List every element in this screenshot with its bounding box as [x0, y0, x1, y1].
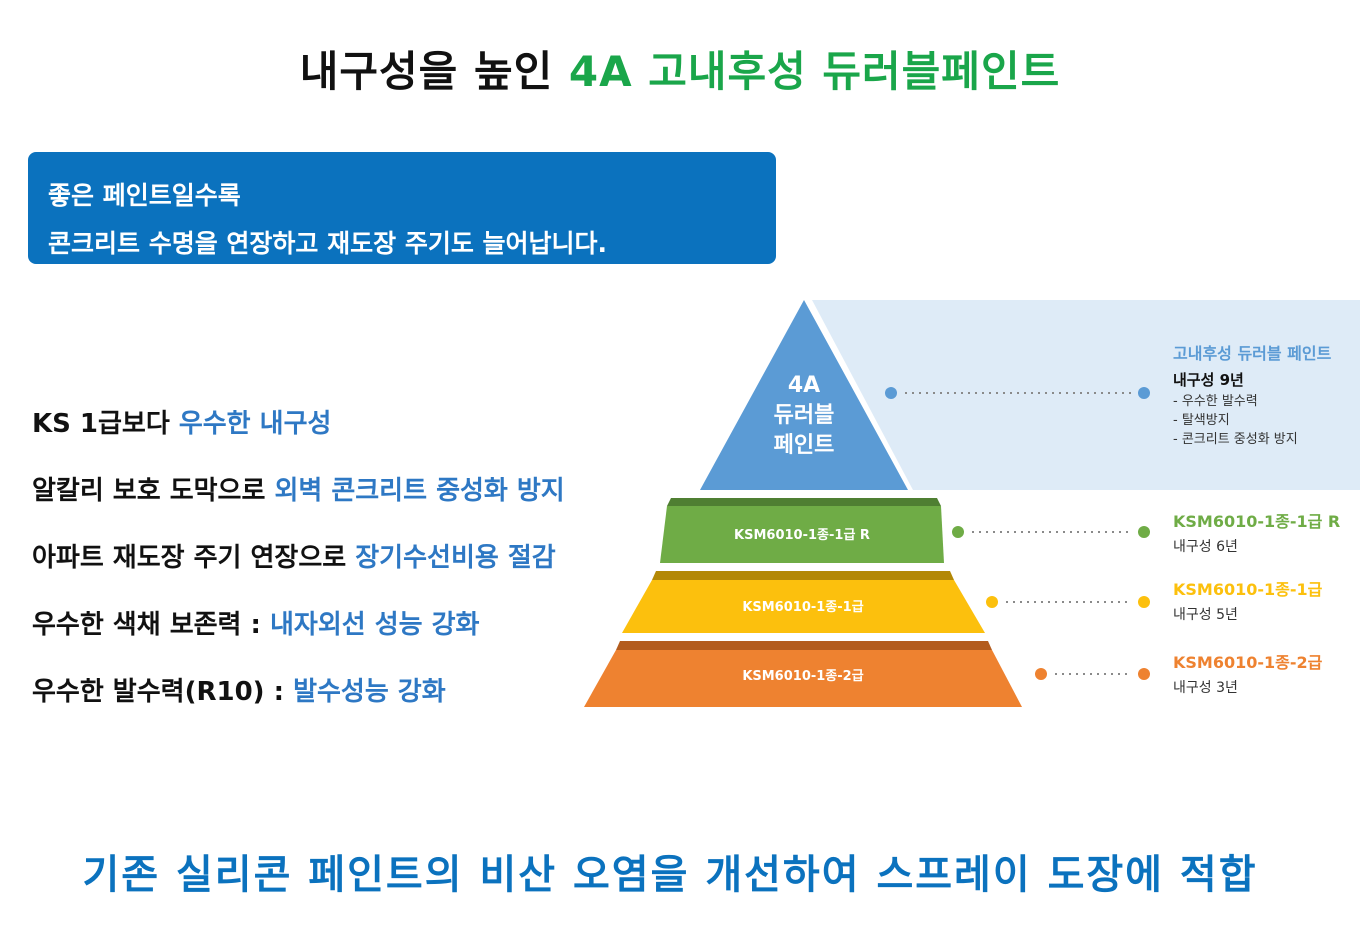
- legend-1-bullet: - 콘크리트 중성화 방지: [1173, 432, 1298, 447]
- tier-2-shadow: [652, 571, 954, 580]
- tier-3-shadow: [616, 641, 992, 650]
- feature-item: 우수한 발수력(R10) : 발수성능 강화: [32, 666, 565, 733]
- callout-box: 좋은 페인트일수록 콘크리트 수명을 연장하고 재도장 주기도 늘어납니다.: [28, 152, 776, 264]
- top-tier-background-panel: [812, 300, 1360, 490]
- legend-2-subtitle: 내구성 6년: [1173, 539, 1238, 555]
- feature-highlight: 장기수선비용 절감: [355, 543, 556, 573]
- tier-1-shadow: [667, 498, 941, 506]
- tier-1-label: KSM6010-1종-1급 R: [734, 528, 870, 543]
- feature-text: 아파트 재도장 주기 연장으로: [32, 543, 347, 573]
- pyramid-apex-line-3: 페인트: [774, 433, 835, 458]
- page-title: 내구성을 높인 4A 고내후성 듀러블페인트: [0, 38, 1360, 99]
- connector-dot-end: [1138, 596, 1150, 608]
- feature-text: 우수한 발수력(R10) :: [32, 677, 284, 707]
- feature-highlight: 외벽 콘크리트 중성화 방지: [274, 476, 565, 506]
- tier-2-label: KSM6010-1종-1급: [742, 600, 863, 615]
- pyramid-apex-line-2: 듀러블: [774, 403, 835, 428]
- tier-2-band: [622, 580, 985, 633]
- feature-highlight: 내자외선 성능 강화: [269, 610, 480, 640]
- bottom-statement: 기존 실리콘 페인트의 비산 오염을 개선하여 스프레이 도장에 적합: [82, 852, 1258, 898]
- callout-line-2: 콘크리트 수명을 연장하고 재도장 주기도 늘어납니다.: [48, 229, 608, 258]
- tier-3-label: KSM6010-1종-2급: [742, 669, 863, 684]
- connector-dot-end: [1138, 387, 1150, 399]
- legend-2-title: KSM6010-1종-1급 R: [1173, 512, 1340, 531]
- tier-3-band: [584, 650, 1022, 707]
- feature-item: 우수한 색채 보존력 : 내자외선 성능 강화: [32, 599, 565, 666]
- legend-1-bullet: - 탈색방지: [1173, 413, 1230, 428]
- feature-text: 알칼리 보호 도막으로: [32, 476, 266, 506]
- connector-dot-end: [1138, 668, 1150, 680]
- connector-dot-start: [952, 526, 964, 538]
- feature-highlight: 발수성능 강화: [293, 677, 446, 707]
- feature-text: 우수한 색채 보존력 :: [32, 610, 261, 640]
- tier-1-band: [660, 506, 944, 563]
- callout-line-1: 좋은 페인트일수록: [48, 181, 241, 210]
- feature-item: 아파트 재도장 주기 연장으로 장기수선비용 절감: [32, 532, 565, 599]
- connector-dot-start: [885, 387, 897, 399]
- legend-1-bullet: - 우수한 발수력: [1173, 394, 1258, 409]
- durability-pyramid: 4A 듀러블 페인트 KSM6010-1종-1급 R KSM6010-1종-1급…: [584, 300, 1360, 707]
- feature-list: KS 1급보다 우수한 내구성 알칼리 보호 도막으로 외벽 콘크리트 중성화 …: [32, 398, 565, 733]
- connector-dot-end: [1138, 526, 1150, 538]
- feature-item: KS 1급보다 우수한 내구성: [32, 398, 565, 465]
- legend-4-subtitle: 내구성 3년: [1173, 680, 1238, 696]
- feature-text: KS 1급보다: [32, 409, 170, 439]
- pyramid-apex-line-1: 4A: [788, 373, 820, 398]
- connector-dot-start: [1035, 668, 1047, 680]
- legend-3-subtitle: 내구성 5년: [1173, 607, 1238, 623]
- connector-dot-start: [986, 596, 998, 608]
- page-title-accent: 4A 고내후성 듀러블페인트: [568, 47, 1061, 96]
- feature-highlight: 우수한 내구성: [178, 409, 332, 439]
- feature-item: 알칼리 보호 도막으로 외벽 콘크리트 중성화 방지: [32, 465, 565, 532]
- pyramid-apex: [700, 300, 908, 490]
- legend-3-title: KSM6010-1종-1급: [1173, 580, 1323, 599]
- legend-1-title: 고내후성 듀러블 페인트: [1173, 344, 1332, 363]
- legend-1-subtitle: 내구성 9년: [1173, 371, 1244, 389]
- page-title-main: 내구성을 높인: [299, 47, 554, 96]
- legend-4-title: KSM6010-1종-2급: [1173, 653, 1323, 672]
